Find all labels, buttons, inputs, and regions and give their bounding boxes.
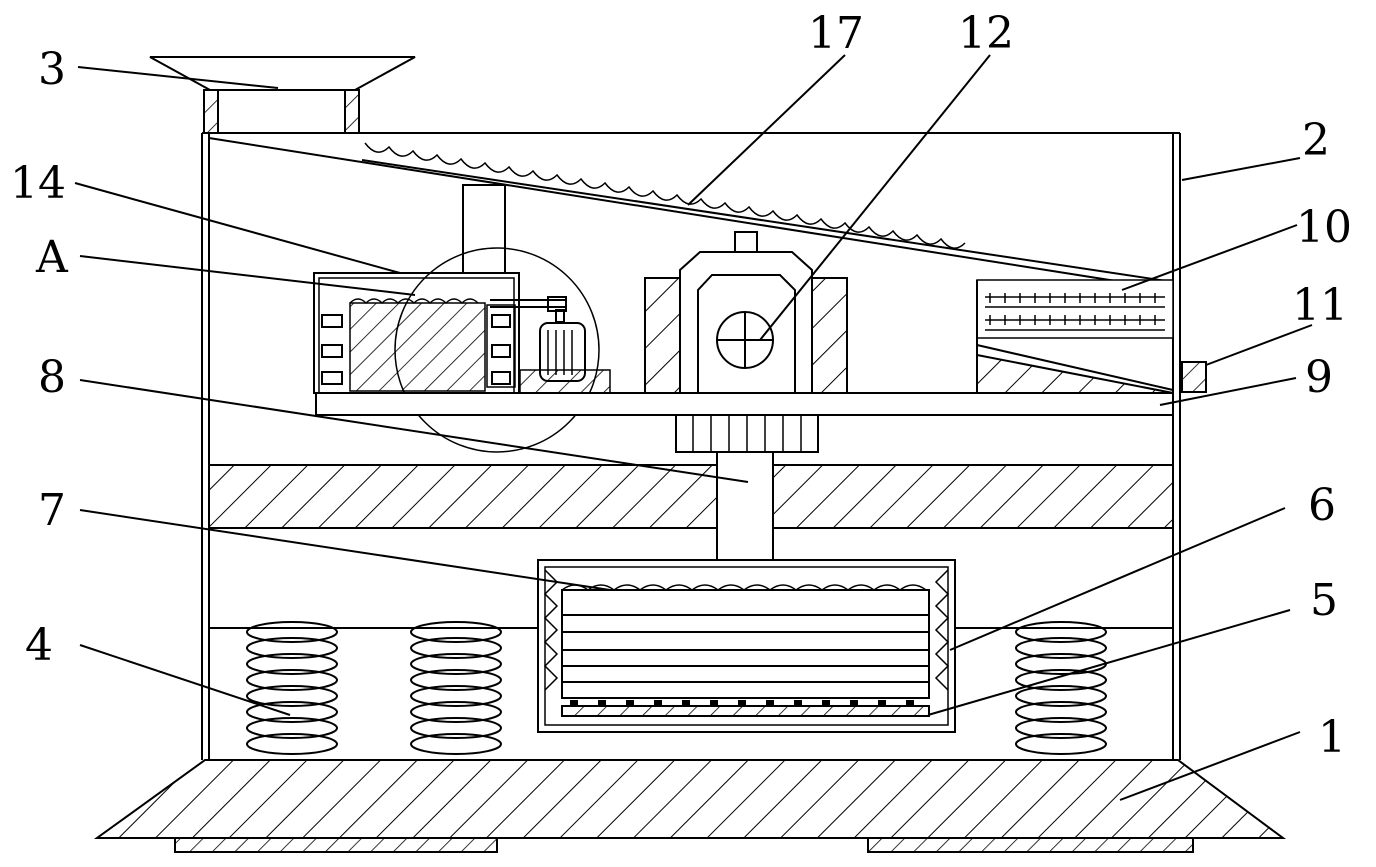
base-plate	[93, 759, 1287, 853]
label-A: A	[35, 232, 69, 283]
spring-left	[246, 621, 339, 755]
housing-frame	[201, 132, 1181, 760]
label-14: 14	[10, 158, 66, 209]
label-2: 2	[1302, 115, 1330, 166]
spring-right	[1015, 621, 1108, 755]
material-box	[313, 247, 611, 453]
label-4: 4	[25, 620, 53, 671]
leader-lines	[74, 54, 1313, 801]
part-labels: 3 17 12 2 14 10 A 11 8 9 7 6 5 4 1	[10, 8, 1352, 763]
label-17: 17	[808, 8, 864, 59]
label-9: 9	[1305, 352, 1333, 403]
spring-center-left	[410, 621, 503, 755]
vibration-motor-block	[644, 251, 848, 394]
label-8: 8	[38, 352, 66, 403]
label-6: 6	[1308, 480, 1336, 531]
discharge-outlet	[976, 279, 1207, 394]
inclined-screen-chute	[208, 137, 1174, 291]
vibration-box	[537, 559, 956, 733]
feed-hopper	[149, 56, 416, 134]
label-12: 12	[958, 8, 1014, 59]
support-platform	[315, 392, 1174, 453]
label-7: 7	[38, 485, 66, 536]
label-11: 11	[1292, 280, 1348, 331]
label-10: 10	[1296, 202, 1352, 253]
label-1: 1	[1318, 712, 1346, 763]
crossbeam	[208, 451, 1174, 561]
label-5: 5	[1310, 575, 1338, 626]
label-3: 3	[38, 44, 66, 95]
